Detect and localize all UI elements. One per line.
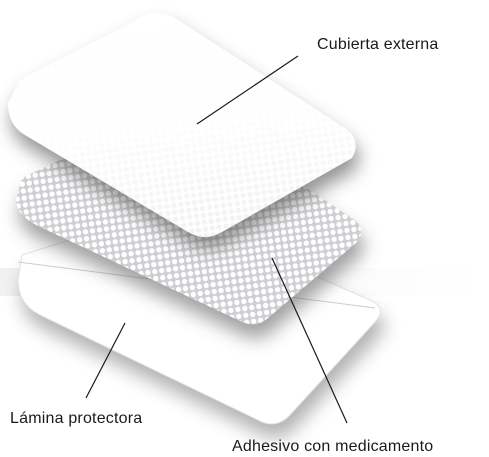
outer-cover-layer [8, 13, 359, 249]
adhesive-leader-line [271, 257, 348, 424]
outer-cover-leader-line [196, 55, 299, 125]
liner-leader-line [85, 322, 126, 399]
adhesive-layer-label: Adhesivo con medicamento [232, 438, 434, 455]
release-liner-label: Lámina protectora [10, 410, 143, 427]
outer-cover-label: Cubierta externa [317, 36, 439, 53]
